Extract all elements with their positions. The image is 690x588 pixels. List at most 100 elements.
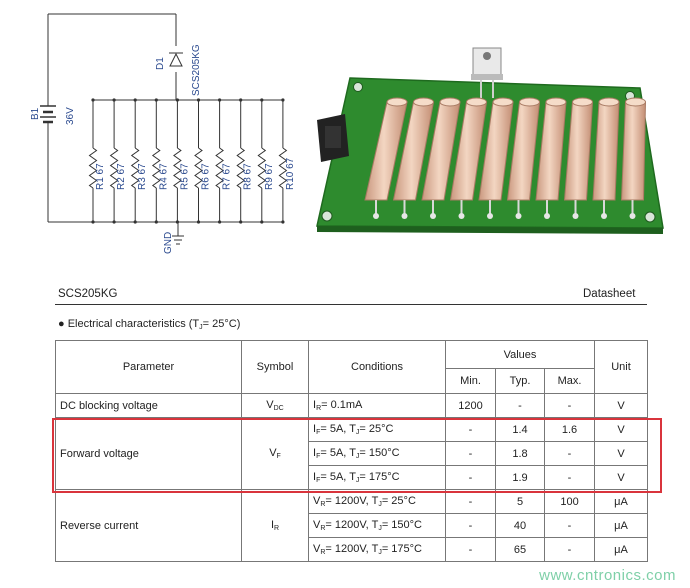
resistor-label: R2 67	[116, 163, 127, 190]
resistor-r10: R10 67	[278, 98, 296, 224]
table-header-row: Parameter Symbol Conditions Values Unit	[55, 340, 649, 394]
condition-cell: VR= 1200V, TJ= 150°C	[308, 513, 446, 538]
resistor-r2: R2 67	[109, 98, 127, 224]
typ-cell: 65	[495, 537, 545, 562]
unit-cell: V	[594, 465, 649, 490]
condition-cell: IF= 5A, TJ= 25°C	[308, 417, 446, 442]
resistor-r8: R8 67	[236, 98, 254, 224]
electrical-characteristics-table: Parameter Symbol Conditions Values Unit …	[55, 340, 649, 562]
pcb-resistor	[392, 97, 435, 219]
resistor-label: R8 67	[243, 163, 254, 190]
min-cell: -	[445, 513, 496, 538]
pcb-resistor	[563, 97, 594, 219]
max-cell: 1.6	[543, 417, 596, 442]
section-bullet: ●	[58, 318, 65, 330]
resistor-array: R1 67 R2 67 R3 67 R4 67 R5 67 R6 67 R7 67 R8 67…	[88, 98, 296, 224]
resistor-label: R7 67	[222, 163, 233, 190]
symbol-cell: VDC	[241, 393, 309, 418]
max-cell: -	[543, 513, 596, 538]
unit-cell: V	[594, 441, 649, 466]
table-row-forward-voltage: IF= 5A, TJ= 150°C-1.8-V	[56, 441, 649, 466]
circuit-schematic: R1 67 R2 67 R3 67 R4 67 R5 67 R6 67 R7 67 R8 67…	[30, 13, 296, 254]
unit-cell: V	[594, 393, 649, 418]
battery-ref-label: B1	[30, 107, 41, 120]
header-max: Max.	[543, 368, 596, 394]
unit-cell: μA	[594, 513, 649, 538]
header-typ: Typ.	[495, 368, 545, 394]
resistor-r5: R5 67	[173, 98, 190, 224]
resistor-r9: R9 67	[257, 98, 275, 224]
max-cell: -	[543, 441, 596, 466]
unit-cell: μA	[594, 537, 649, 562]
resistor-r6: R6 67	[194, 98, 212, 224]
typ-cell: 1.9	[495, 465, 545, 490]
min-cell: -	[445, 537, 496, 562]
table-row-dc-blocking: DC blocking voltage VDC IR= 0.1mA 1200 -…	[55, 393, 649, 418]
symbol-cell: IR	[241, 489, 309, 562]
max-cell: -	[543, 393, 596, 418]
condition-cell: VR= 1200V, TJ= 175°C	[308, 537, 446, 562]
typ-cell: -	[495, 393, 545, 418]
param-cell: Forward voltage	[55, 417, 242, 490]
min-cell: -	[445, 417, 496, 442]
part-number: SCS205KG	[58, 288, 118, 300]
battery-symbol	[40, 105, 56, 124]
diode-ref-label: D1	[155, 57, 166, 70]
pcb-resistor	[620, 97, 647, 219]
min-cell: -	[445, 465, 496, 490]
header-divider	[55, 304, 647, 305]
pcb-resistor	[478, 97, 514, 219]
pcb-resistor	[364, 97, 408, 219]
diode-symbol	[169, 52, 183, 67]
header-unit: Unit	[594, 340, 649, 394]
unit-cell: V	[594, 417, 649, 442]
unit-cell: μA	[594, 489, 649, 514]
power-connector	[317, 114, 349, 162]
table-row-reverse-current: VR= 1200V, TJ= 150°C-40-μA	[56, 513, 649, 538]
min-cell: -	[445, 441, 496, 466]
typ-cell: 5	[495, 489, 545, 514]
pcb-resistor-row	[364, 97, 647, 219]
min-cell: -	[445, 489, 496, 514]
pcb-board-image	[316, 47, 664, 234]
table-row-reverse-current: VR= 1200V, TJ= 175°C-65-μA	[56, 537, 649, 562]
max-cell: -	[543, 465, 596, 490]
max-cell: -	[543, 537, 596, 562]
resistor-label: R4 67	[158, 163, 169, 190]
section-title: ● Electrical characteristics (TJ= 25°C)	[58, 318, 241, 331]
header-parameter: Parameter	[55, 340, 242, 394]
header-values: Values	[444, 340, 596, 369]
battery-value-label: 36V	[65, 107, 76, 125]
resistor-label: R5 67	[179, 163, 190, 190]
condition-cell: IF= 5A, TJ= 150°C	[308, 441, 446, 466]
resistor-label: R3 67	[137, 163, 148, 190]
pcb-resistor	[592, 97, 620, 219]
max-cell: 100	[543, 489, 596, 514]
doc-type-label: Datasheet	[583, 288, 636, 300]
typ-cell: 40	[495, 513, 545, 538]
condition-cell: IR= 0.1mA	[308, 393, 446, 418]
watermark: www.cntronics.com	[539, 567, 676, 584]
resistor-r1: R1 67	[88, 98, 106, 224]
pcb-resistor	[421, 97, 461, 219]
resistor-label: R10 67	[285, 157, 296, 190]
resistor-label: R1 67	[95, 163, 106, 190]
gnd-label: GND	[163, 232, 174, 254]
pcb-resistor	[449, 97, 488, 219]
condition-cell: VR= 1200V, TJ= 25°C	[308, 489, 446, 514]
resistor-label: R9 67	[264, 163, 275, 190]
table-subheader-row: Min. Typ. Max.	[56, 368, 648, 394]
resistor-r4: R4 67	[151, 98, 169, 224]
resistor-r3: R3 67	[130, 98, 148, 224]
typ-cell: 1.8	[495, 441, 545, 466]
pcb-resistor	[535, 97, 567, 219]
table-row-forward-voltage: IF= 5A, TJ= 175°C-1.9-V	[56, 465, 649, 490]
header-min: Min.	[445, 368, 496, 394]
header-conditions: Conditions	[308, 340, 446, 394]
condition-cell: IF= 5A, TJ= 175°C	[308, 465, 446, 490]
param-cell: Reverse current	[55, 489, 242, 562]
